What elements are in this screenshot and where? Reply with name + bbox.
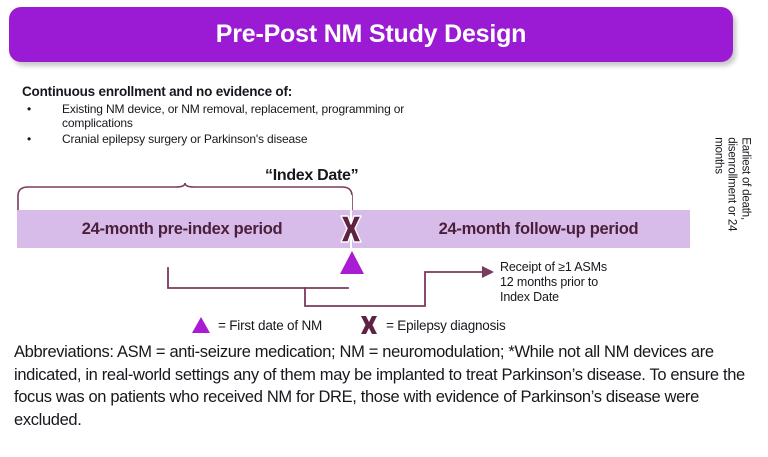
- pre-index-brace-icon: [17, 182, 353, 214]
- list-item-label: Existing NM device, or NM removal, repla…: [62, 102, 405, 130]
- legend-label-first-nm: = First date of NM: [218, 317, 323, 333]
- list-item-label: Cranial epilepsy surgery or Parkinson's …: [62, 132, 308, 146]
- asm-note: Receipt of ≥1 ASMs 12 months prior to In…: [500, 260, 690, 305]
- pre-index-period-label: 24-month pre-index period: [81, 219, 283, 238]
- criteria-heading: Continuous enrollment and no evidence of…: [22, 84, 293, 99]
- asm-note-line-3: Index Date: [500, 290, 559, 304]
- follow-up-period-label: 24-month follow-up period: [438, 219, 639, 238]
- criteria-block: Continuous enrollment and no evidence of…: [22, 84, 442, 146]
- list-item: • Cranial epilepsy surgery or Parkinson'…: [22, 132, 442, 146]
- legend-label-epilepsy: = Epilepsy diagnosis: [386, 317, 506, 333]
- bullet-icon: •: [27, 102, 32, 116]
- censoring-label: Earliest of death, disenrollment or 24 m…: [700, 137, 762, 256]
- first-nm-date-triangle-icon: [340, 251, 364, 274]
- x-mark-icon: [340, 215, 362, 243]
- legend: = First date of NM = Epilepsy diagnosis: [190, 314, 506, 336]
- page-title: Pre-Post NM Study Design: [215, 20, 527, 48]
- legend-item-first-nm: = First date of NM: [190, 314, 322, 336]
- bullet-icon: •: [27, 132, 32, 146]
- asm-connector-lines: [167, 266, 494, 307]
- censoring-label-line-2: disenrollment or 24: [725, 137, 738, 232]
- triangle-icon: [192, 317, 210, 333]
- asm-note-line-1: Receipt of ≥1 ASMs: [500, 260, 607, 274]
- footnote-abbreviations: Abbreviations: ASM = anti-seizure medica…: [14, 343, 745, 429]
- asm-note-line-2: 12 months prior to: [500, 275, 599, 289]
- title-banner: Pre-Post NM Study Design: [9, 7, 733, 62]
- index-date-label: “Index Date”: [265, 167, 359, 184]
- legend-item-epilepsy: = Epilepsy diagnosis: [358, 314, 506, 336]
- censoring-label-line-3: months: [712, 137, 725, 174]
- censoring-label-line-1: Earliest of death,: [739, 137, 752, 220]
- list-item: • Existing NM device, or NM removal, rep…: [22, 102, 442, 130]
- x-mark-icon: [361, 316, 378, 334]
